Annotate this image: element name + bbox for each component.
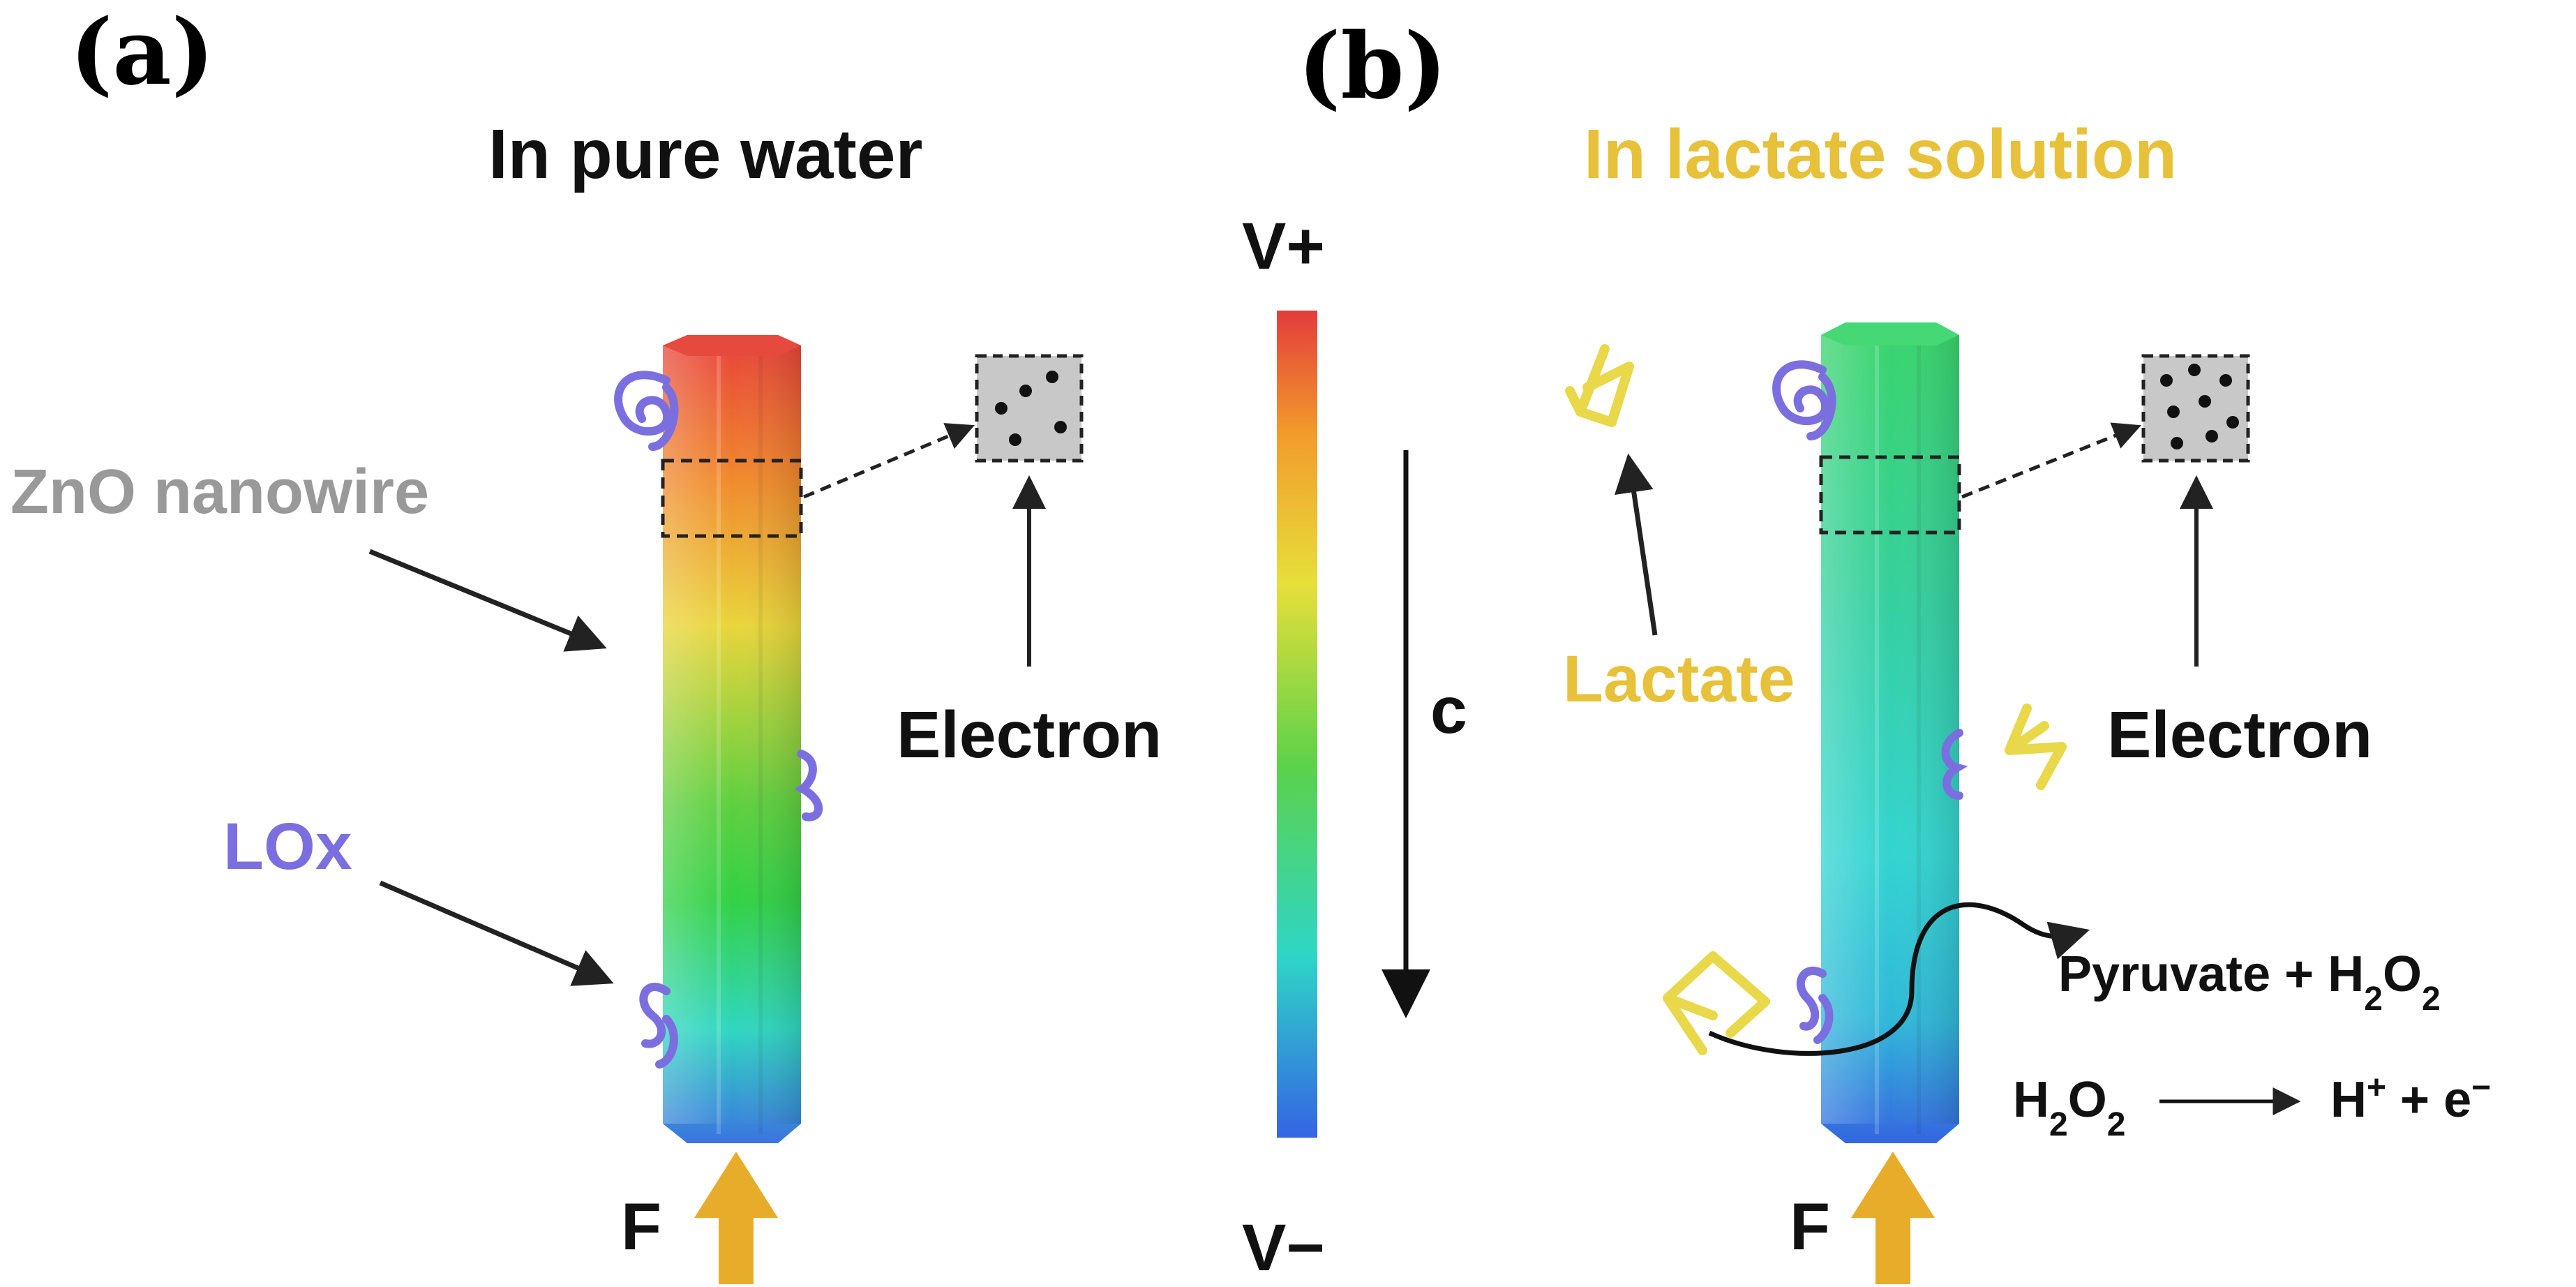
- lox-enzyme-a1: [614, 371, 679, 451]
- lox-enzyme-b1: [1772, 360, 1836, 440]
- reaction-ions-text: H+ + e−: [2330, 1069, 2491, 1129]
- lox-enzyme-b2: [1941, 729, 1968, 800]
- panel-b-label: (b): [1298, 13, 1447, 119]
- electron-label-a: Electron: [897, 698, 1162, 772]
- reaction-curve-arrow: [1708, 902, 2090, 1056]
- nanowire-b: [1821, 322, 1959, 1143]
- dashed-arrow-a: [803, 423, 975, 499]
- force-label-b: F: [1790, 1190, 1830, 1264]
- region-box-a: [661, 459, 803, 538]
- potential-scale-bar: [1277, 311, 1317, 1138]
- scale-bottom-label: V−: [1242, 1211, 1325, 1285]
- lox-pointer-arrow: [379, 880, 614, 986]
- lactate-pointer-arrow: [1614, 453, 1658, 636]
- lox-enzyme-a2: [794, 750, 823, 821]
- panel-a-label: (a): [70, 0, 214, 105]
- lox-enzyme-b3: [1796, 967, 1834, 1044]
- electron-box-b: [2141, 354, 2250, 463]
- reaction-h2o2-text: H2O2: [2013, 1072, 2125, 1143]
- nanowire-a: [663, 335, 801, 1143]
- dashed-arrow-b: [1961, 422, 2141, 499]
- lox-label: LOx: [223, 810, 352, 884]
- nanowire-label: ZnO nanowire: [10, 457, 429, 527]
- lox-enzyme-a3: [639, 983, 678, 1069]
- panel-b-title: In lactate solution: [1584, 115, 2177, 193]
- lactate-label: Lactate: [1563, 642, 1795, 716]
- electron-box-a: [975, 354, 1084, 463]
- lactate-molecule-1: [1565, 344, 1634, 427]
- scale-top-label: V+: [1242, 209, 1325, 283]
- force-arrow-b: [1851, 1152, 1935, 1284]
- lactate-molecule-3: [1663, 951, 1770, 1055]
- electron-label-b: Electron: [2107, 698, 2372, 772]
- force-arrow-a: [694, 1152, 778, 1284]
- force-label-a: F: [621, 1190, 661, 1264]
- lactate-molecule-2: [2005, 704, 2067, 790]
- panel-a-title: In pure water: [488, 115, 922, 193]
- reaction-product-text: Pyruvate + H2O2: [2058, 946, 2441, 1018]
- nanowire-pointer-arrow: [368, 549, 607, 652]
- region-box-b: [1819, 455, 1961, 535]
- concentration-label: c: [1430, 674, 1467, 747]
